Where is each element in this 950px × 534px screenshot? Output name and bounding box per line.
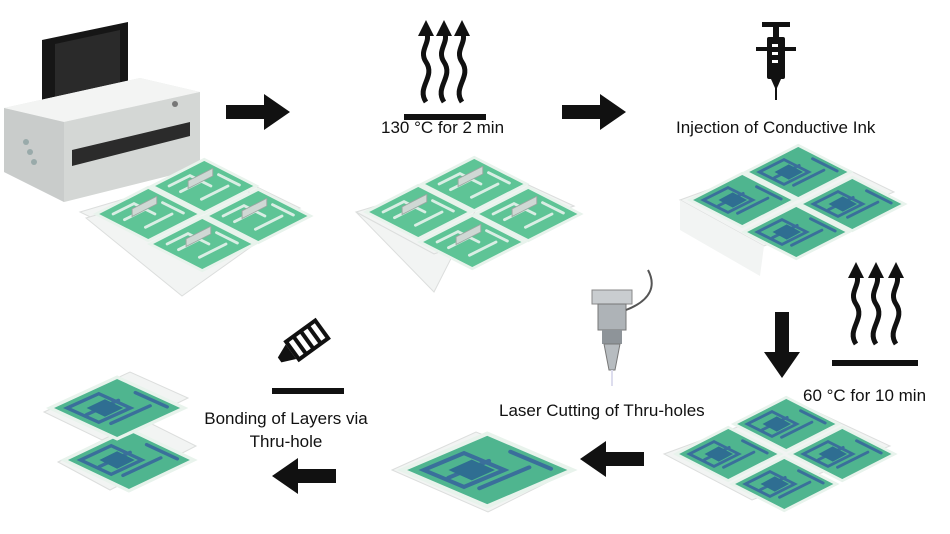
heat-waves-icon (404, 20, 486, 120)
arrow-icon (580, 441, 644, 477)
printed-sheet (78, 157, 312, 297)
arrow-icon (562, 94, 626, 130)
arrow-icon (764, 312, 800, 378)
step-bond-label-line1: Bonding of Layers via (204, 409, 368, 428)
heat-waves-icon (832, 262, 918, 366)
cured-sheet (354, 155, 582, 293)
step-heat-2-label: 60 °C for 10 min (803, 386, 927, 405)
dried-sheet (662, 395, 896, 513)
bonded-layers (42, 371, 198, 493)
glue-applicator-icon (272, 317, 344, 394)
syringe-icon (756, 22, 796, 100)
arrow-icon (272, 458, 336, 494)
arrow-icon (226, 94, 290, 130)
inkjet-printer-icon (4, 22, 200, 202)
cut-panel (390, 432, 573, 513)
step-inject-label: Injection of Conductive Ink (676, 118, 876, 137)
step-bond-label-line2: Thru-hole (249, 432, 323, 451)
step-laser-label: Laser Cutting of Thru-holes (499, 401, 705, 420)
ink-injected-sheet (678, 143, 906, 276)
step-heat-1-label: 130 °C for 2 min (381, 118, 505, 137)
laser-cutter-icon (591, 269, 653, 386)
